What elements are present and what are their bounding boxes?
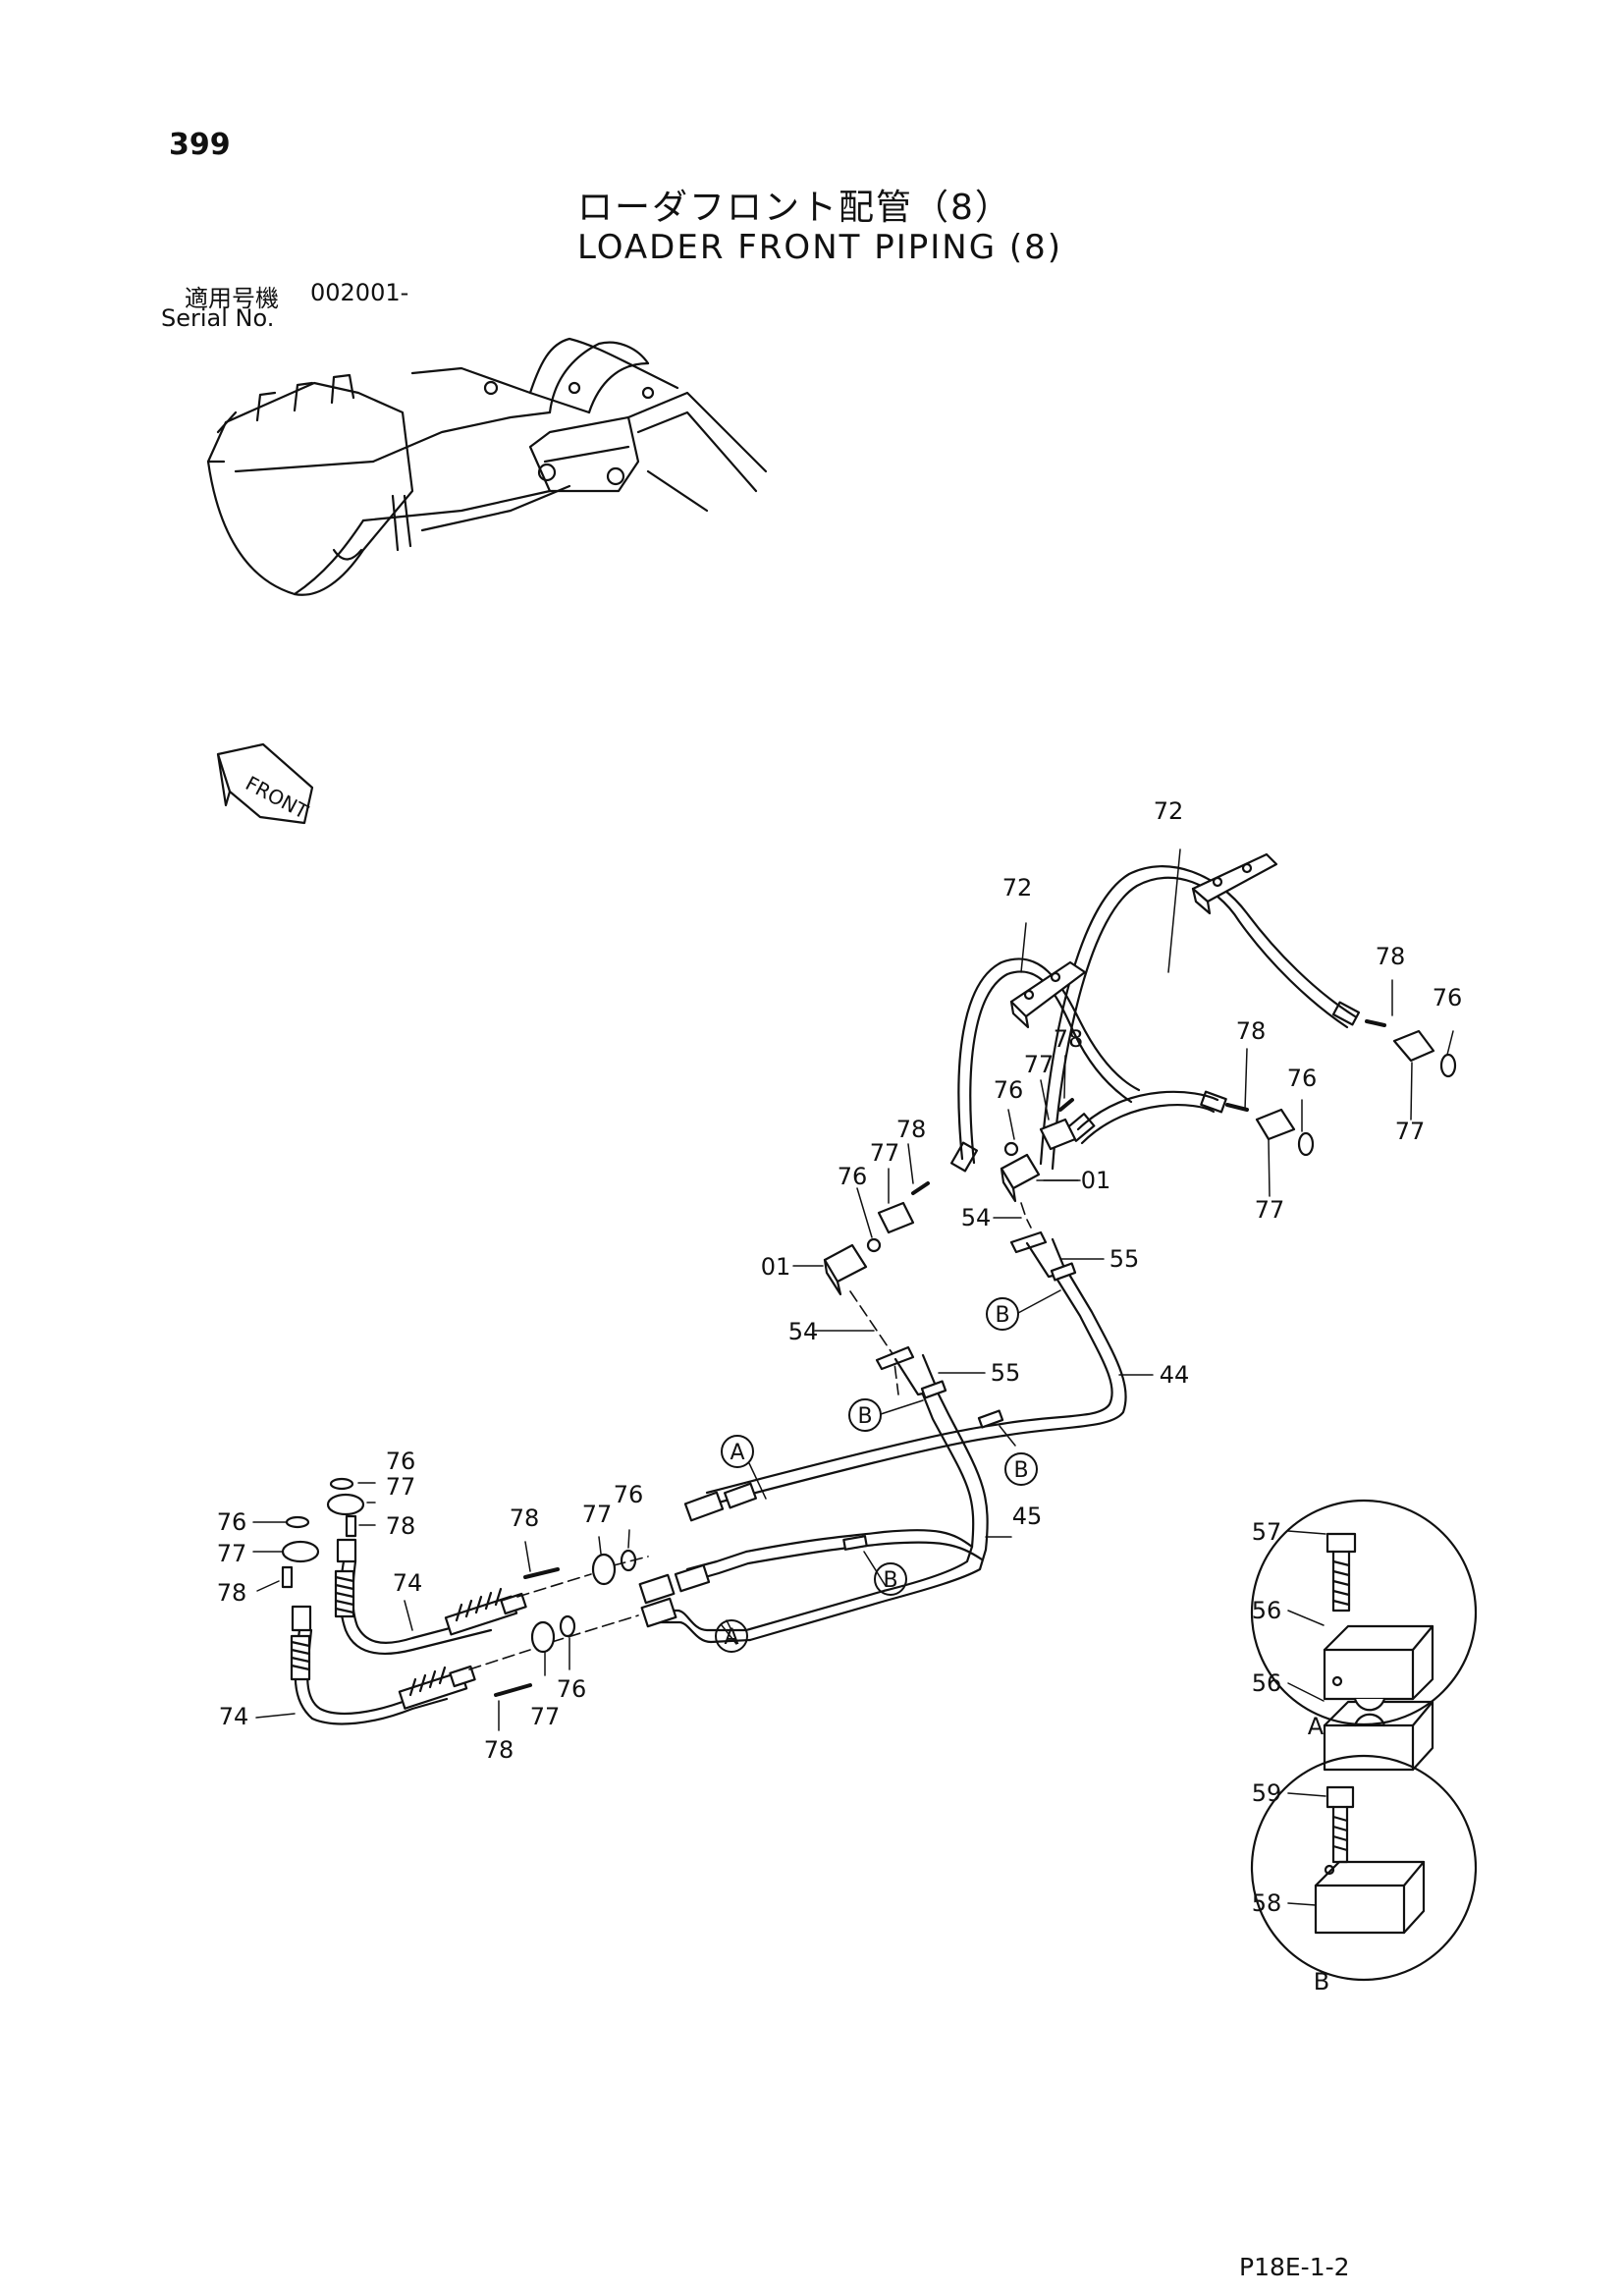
callout-57: 57 <box>1252 1518 1282 1546</box>
callout-01: 01 <box>1081 1167 1111 1194</box>
detail-a <box>1250 1499 1478 1772</box>
callout-77: 77 <box>530 1703 561 1730</box>
callout-58: 58 <box>1252 1889 1282 1917</box>
loader-overview-illustration <box>206 337 768 596</box>
pipe-44-45-assemblies <box>638 1153 1154 1645</box>
callout-54: 54 <box>788 1318 819 1345</box>
callout-77: 77 <box>217 1540 247 1567</box>
callout-77: 77 <box>1395 1118 1426 1145</box>
page-title-japanese: ローダフロント配管（8） <box>577 188 1012 228</box>
callout-77: 77 <box>582 1501 613 1528</box>
callout-78: 78 <box>1376 943 1406 970</box>
detail-b <box>1250 1754 1478 1982</box>
callout-74: 74 <box>219 1703 249 1730</box>
callout-01: 01 <box>761 1253 791 1281</box>
callout-77: 77 <box>870 1139 900 1167</box>
callout-56: 56 <box>1252 1669 1282 1697</box>
callout-72: 72 <box>1154 797 1184 825</box>
callout-76: 76 <box>838 1163 868 1190</box>
callout-78: 78 <box>386 1512 416 1540</box>
serial-number-value: 002001- <box>310 279 409 306</box>
callout-76: 76 <box>217 1508 247 1536</box>
serial-label-english: Serial No. <box>161 304 275 332</box>
callout-76: 76 <box>1287 1065 1318 1092</box>
callout-78: 78 <box>896 1116 927 1143</box>
callout-44: 44 <box>1160 1361 1190 1389</box>
callout-78: 78 <box>484 1736 514 1764</box>
ref-b-marker-1: B <box>857 1404 872 1429</box>
callout-78: 78 <box>1236 1017 1267 1045</box>
page-title-english: LOADER FRONT PIPING (8) <box>577 228 1063 267</box>
callout-59: 59 <box>1252 1779 1282 1807</box>
serial-label-japanese: 適用号機 <box>185 285 279 312</box>
callout-74: 74 <box>393 1569 423 1597</box>
callout-76: 76 <box>614 1481 644 1508</box>
ref-b-marker-2: B <box>995 1303 1009 1328</box>
callout-78: 78 <box>510 1504 540 1532</box>
ref-markers <box>715 1297 1038 1653</box>
callout-77: 77 <box>1024 1051 1055 1078</box>
callout-78: 78 <box>217 1579 247 1607</box>
detail-a-label: A <box>1308 1713 1325 1740</box>
page-number: 399 <box>169 128 231 162</box>
callout-78: 78 <box>1054 1025 1084 1053</box>
callout-55: 55 <box>991 1359 1021 1387</box>
callout-76: 76 <box>557 1675 587 1703</box>
callout-54: 54 <box>961 1204 992 1231</box>
callout-72: 72 <box>1002 874 1033 902</box>
drawing-code: P18E-1-2 <box>1239 2253 1350 2281</box>
ref-a-marker-1: A <box>730 1441 744 1465</box>
callout-76: 76 <box>386 1448 416 1475</box>
callout-76: 76 <box>1433 984 1463 1011</box>
ref-a-marker-2: A <box>724 1625 738 1650</box>
callout-55: 55 <box>1109 1245 1140 1273</box>
detail-b-label: B <box>1314 1968 1329 1995</box>
hose-72-assemblies <box>856 848 1457 1253</box>
callout-56: 56 <box>1252 1597 1282 1624</box>
callout-45: 45 <box>1012 1503 1043 1530</box>
hose-74-assemblies <box>252 1477 649 1731</box>
callout-77: 77 <box>1255 1196 1285 1224</box>
front-direction-arrow: FRONT <box>216 742 314 825</box>
ref-b-marker-4: B <box>883 1568 897 1593</box>
ref-b-marker-3: B <box>1013 1458 1028 1483</box>
callout-76: 76 <box>994 1076 1024 1104</box>
callout-77: 77 <box>386 1473 416 1501</box>
